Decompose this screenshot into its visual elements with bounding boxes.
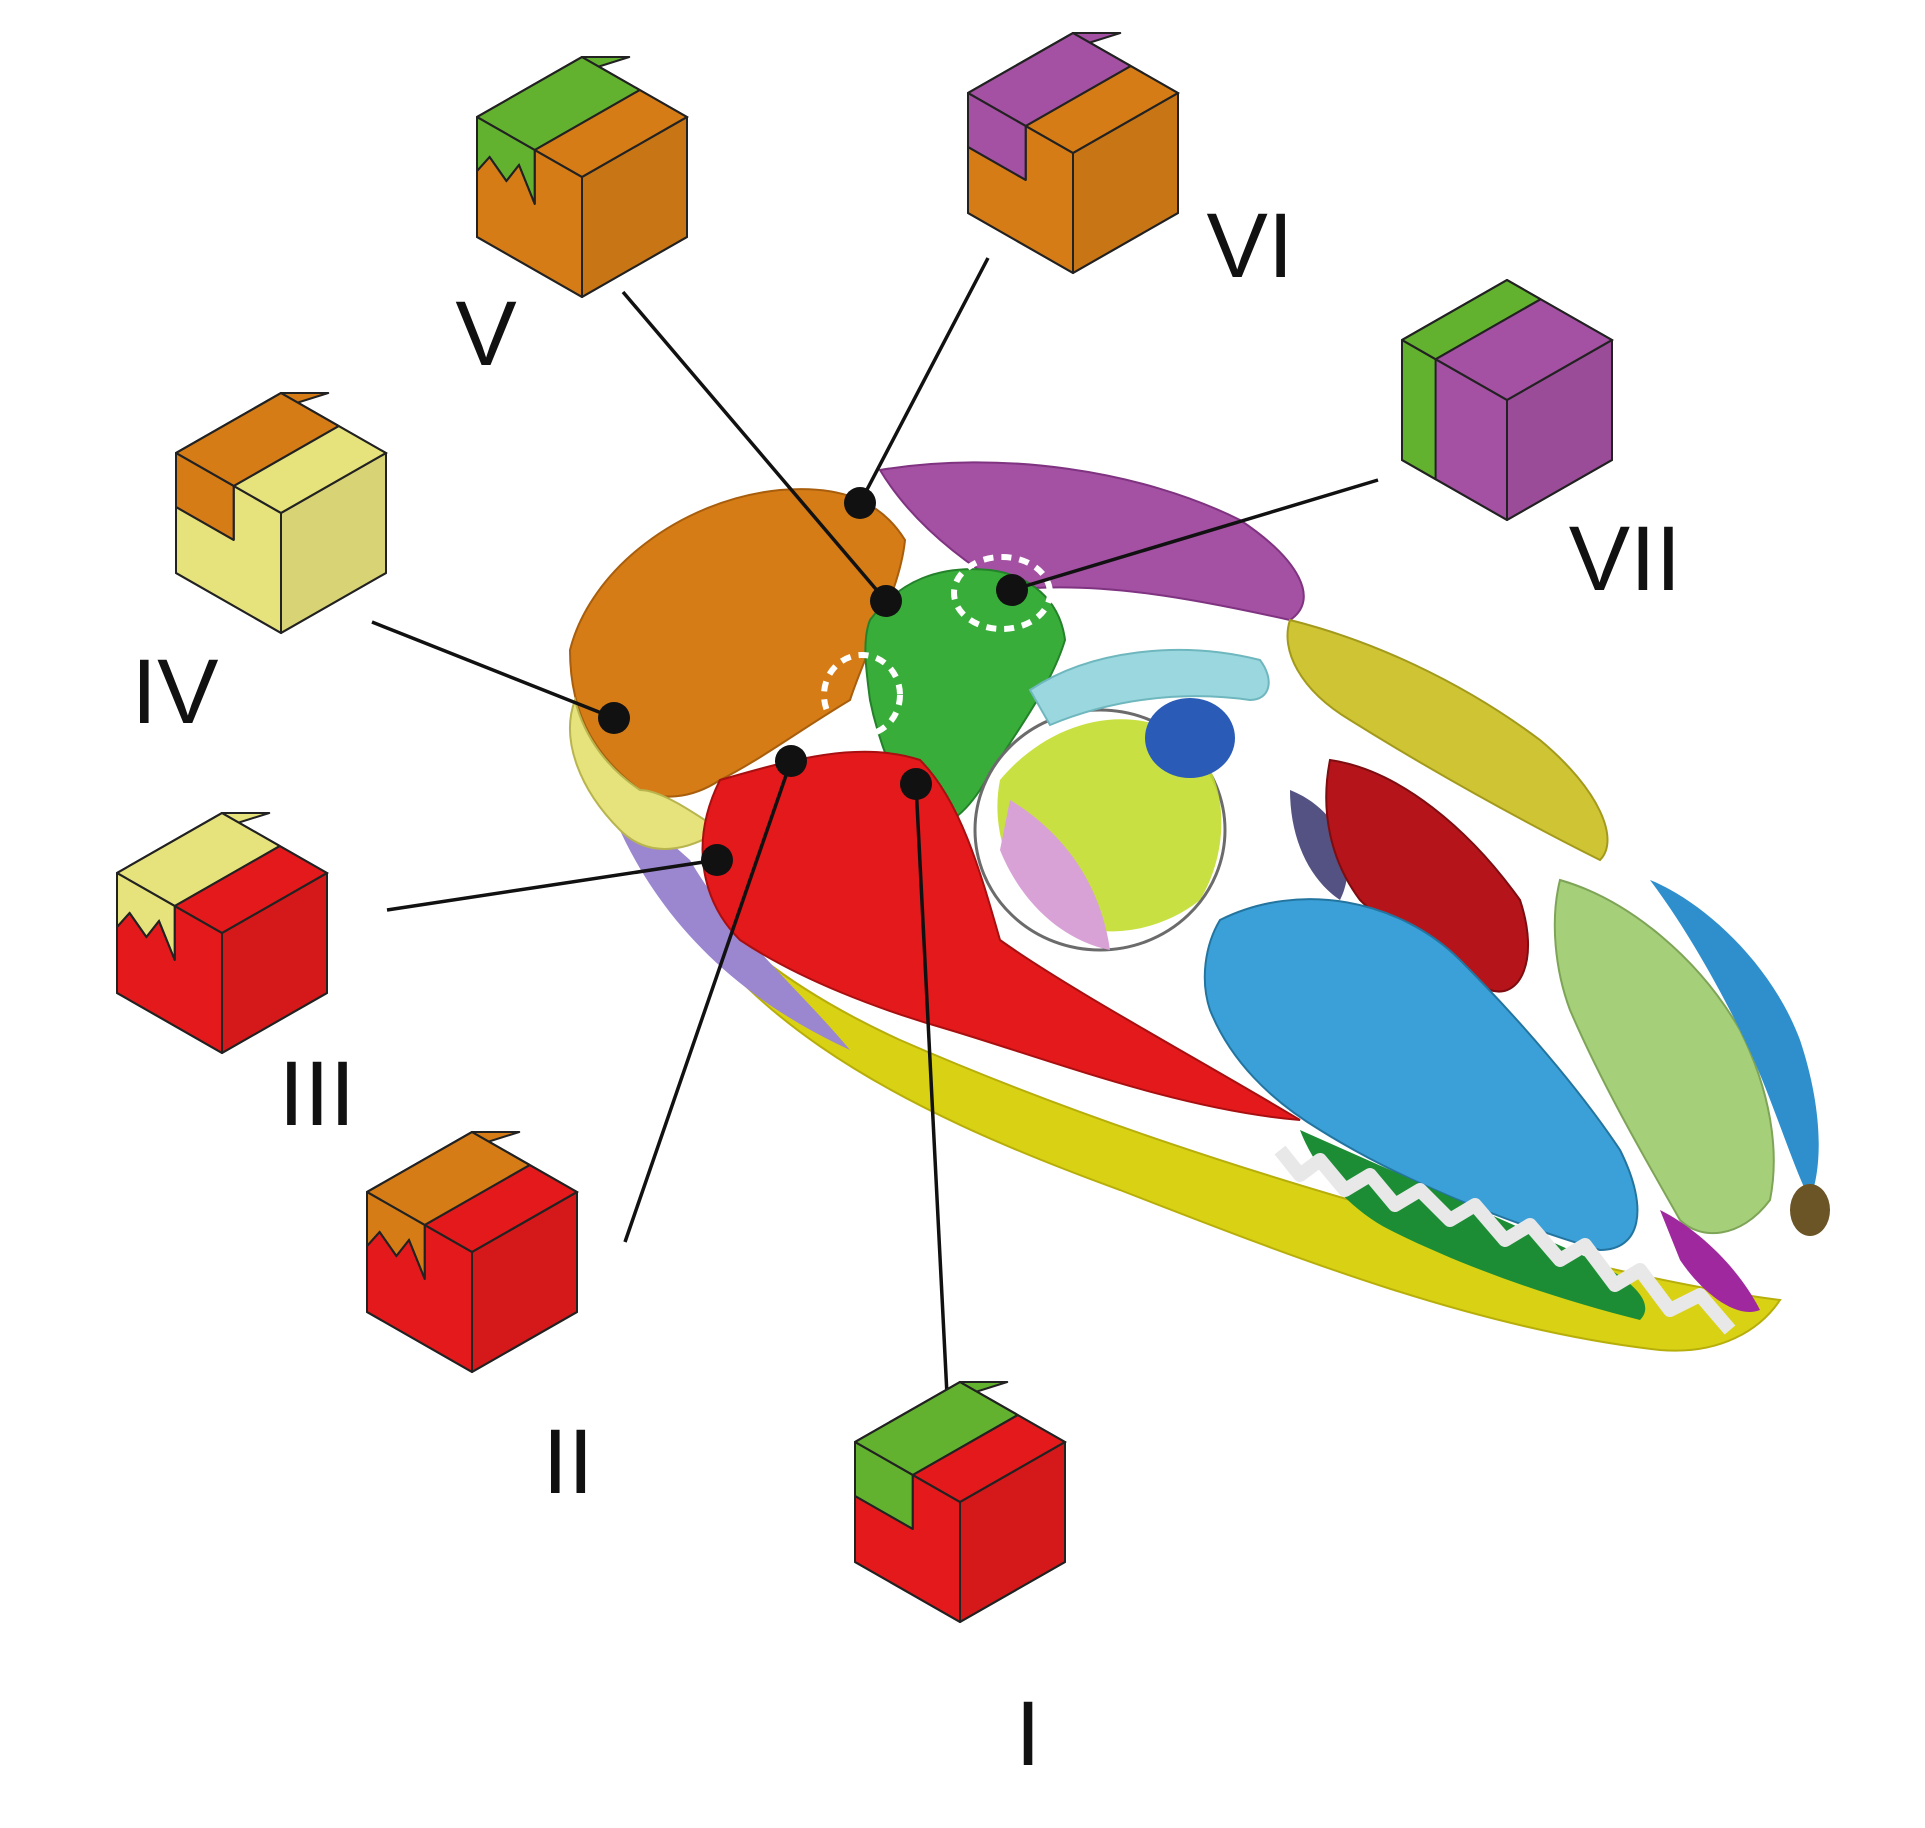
cube-joint-line (366, 1230, 426, 1280)
snout-tip-brown (1790, 1184, 1830, 1236)
orbit-blue-element (1145, 698, 1235, 778)
label-II: II (542, 1411, 593, 1513)
cube-outline (854, 1442, 1066, 1624)
anchor-dot-II (775, 745, 807, 777)
suture-cube-V (476, 55, 690, 299)
snout-tip-purple (1660, 1210, 1760, 1312)
leader-line-I (914, 783, 949, 1396)
lower-green-strip (1300, 1130, 1646, 1320)
orbit-slate-element (1290, 790, 1348, 900)
postfrontal-bar (1028, 649, 1270, 727)
suture-labels: I II III IV V VI VII (132, 195, 1682, 1785)
leader-line-V (621, 290, 888, 603)
suture-cube-VII (1401, 278, 1615, 522)
label-VII: VII (1569, 508, 1681, 610)
cube-outline (476, 117, 688, 299)
skull-illustration (568, 461, 1830, 1352)
cube-step-line (424, 1164, 531, 1226)
cube-joint-line (175, 506, 235, 541)
leader-line-VI (858, 257, 990, 504)
anchor-dot-VI (844, 487, 876, 519)
label-III: III (279, 1043, 356, 1145)
suture-cube-VI (967, 31, 1181, 275)
cube-step-line (912, 1414, 1019, 1476)
suture-cube-I (854, 1380, 1068, 1624)
leader-line-III (386, 858, 718, 912)
cube-outline (967, 93, 1179, 275)
suture-cube-IV (175, 391, 389, 635)
anchor-dots (598, 487, 1028, 876)
cube-joint-line (116, 911, 176, 961)
orbit-pink-element (1000, 800, 1110, 950)
suture-cube-III (116, 811, 330, 1055)
cube-step-line (534, 89, 641, 151)
anchor-dot-III (701, 844, 733, 876)
premaxilla-edge (1650, 880, 1819, 1200)
parietal-bone (568, 488, 907, 798)
cube-left-slab (1401, 339, 1437, 481)
squamosal-bone (701, 750, 1301, 1121)
cube-joint-line (476, 155, 536, 205)
maxilla-bone (1203, 898, 1639, 1252)
cube-joint-line (854, 1495, 914, 1530)
cube-step-line (1025, 65, 1132, 127)
label-VI: VI (1207, 195, 1294, 297)
cube-joint-line (967, 146, 1027, 181)
anchor-dot-V (870, 585, 902, 617)
cube-outline (1401, 340, 1613, 522)
leader-line-VII (1011, 478, 1379, 592)
cube-outline (175, 453, 387, 635)
label-IV: IV (132, 641, 219, 743)
anchor-dot-IV (598, 702, 630, 734)
cube-step-line (233, 425, 340, 487)
teeth-row (1274, 1145, 1736, 1335)
suture-cube-II (366, 1130, 580, 1374)
cube-outline (116, 873, 328, 1055)
label-I: I (1015, 1683, 1041, 1785)
leader-lines (371, 257, 1379, 1396)
label-V: V (455, 283, 516, 385)
nasal-bone (1553, 878, 1775, 1234)
leader-line-II (623, 760, 793, 1243)
cube-joint-line (1435, 298, 1542, 361)
dorsal-yellow-strip (1286, 618, 1609, 862)
cube-step-line (174, 845, 281, 907)
suture-cubes (116, 31, 1615, 1624)
cube-outline (366, 1192, 578, 1374)
highlight-circle-postorbital (951, 554, 1053, 632)
leader-line-IV (371, 620, 615, 720)
anchor-dot-I (900, 768, 932, 800)
highlight-circle-frontal (821, 652, 903, 738)
anchor-dot-VII (996, 574, 1028, 606)
